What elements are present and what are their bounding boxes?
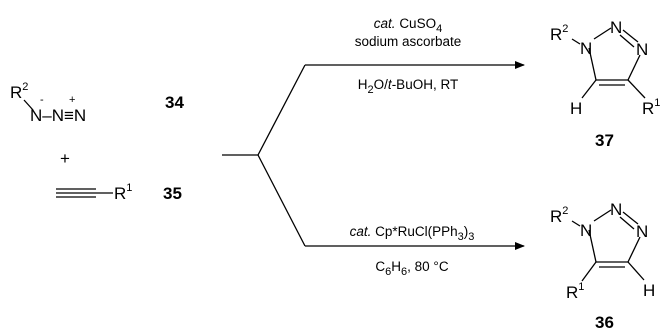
top-additive: sodium ascorbate [355,34,462,49]
bond-c4-h [627,261,645,281]
azide-bond [23,99,34,111]
ring-double-bond-n3-n2-b [619,216,635,230]
plus-sign: + [60,149,70,168]
branching-arrows [222,61,525,250]
product37-n1: N [580,39,592,58]
product36-h: H [643,281,655,300]
triazole-product-36: R2 N N N R1 H 36 [550,200,655,332]
product36-n3: N [636,222,648,241]
product36-r2: R2 [550,205,568,226]
bottom-conditions: cat. Cp*RuCl(PPh3)3 C6H6, 80 °C [350,224,475,278]
azide-reagent: R2 - + N–N≡N 34 [10,81,184,125]
bond-c5-r1 [581,261,597,282]
ring-double-bond-n3-n2-a [622,211,639,225]
bottom-catalyst: cat. Cp*RuCl(PPh3)3 [350,224,475,243]
top-solvent: H2O/t-BuOH, RT [358,77,458,96]
alkyne-reagent: R1 35 [56,182,182,203]
compound-label-35: 35 [163,184,182,203]
bond-n1-r2 [571,220,581,227]
bond-n1-r2 [571,38,581,45]
ring-double-bond-n3-n2-b [619,34,635,48]
azide-plus-charge: + [69,94,75,106]
product37-h: H [570,99,582,118]
product37-r2: R2 [550,23,568,44]
ring-double-bond-n3-n2-a [622,29,639,43]
compound-label-36: 36 [595,313,614,332]
bond-c5-h [581,79,597,99]
arrow-branch-bottom [257,154,306,247]
ring-bond-c4-n3 [627,54,641,81]
compound-label-37: 37 [595,131,614,150]
ring-bond-n2-n1 [593,209,612,222]
arrow-branch-top [257,64,306,156]
top-catalyst: cat. CuSO4 [374,16,442,35]
azide-minus-charge: - [40,94,44,106]
product36-n1: N [580,221,592,240]
ring-bond-n1-c5 [588,47,597,81]
product36-n2: N [610,200,622,219]
azide-r-group: R2 [10,81,28,102]
bottom-solvent: C6H6, 80 °C [375,259,448,278]
product37-n3: N [636,40,648,59]
alkyne-r-group: R1 [114,182,132,203]
ring-bond-n2-n1 [593,27,612,40]
ring-bond-c4-n3 [627,236,641,263]
bond-c4-r1 [627,79,646,99]
azide-nitrogen-chain: N–N≡N [30,106,86,125]
product37-n2: N [610,18,622,37]
product36-r1: R1 [566,281,584,302]
ring-bond-n1-c5 [588,229,597,263]
top-conditions: cat. CuSO4 sodium ascorbate H2O/t-BuOH, … [355,16,462,96]
compound-label-34: 34 [165,93,184,112]
triazole-product-37: R2 N N N H R1 37 [550,18,660,150]
product37-r1: R1 [642,97,660,118]
